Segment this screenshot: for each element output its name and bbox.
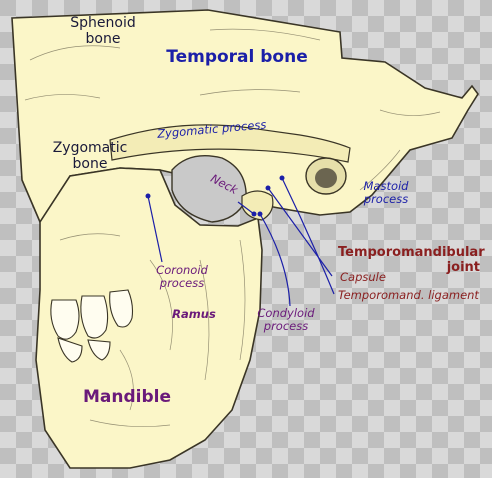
temporal-bone-label: Temporal bone xyxy=(166,47,308,67)
coronoid-pointer xyxy=(147,195,163,263)
ligament-pointer xyxy=(281,177,335,295)
ligament-label: Temporomand. ligament xyxy=(338,288,479,302)
tmj-label: Temporomandibular joint xyxy=(338,245,485,275)
zygomatic-bone-label: Zygomatic bone xyxy=(52,140,128,173)
zygomatic-arch-shape xyxy=(109,124,351,163)
condyloid-process-label: Condyloid process xyxy=(257,306,315,334)
ramus-label: Ramus xyxy=(172,307,216,321)
capsule-pointer xyxy=(267,187,333,277)
condyloid-pointer xyxy=(259,213,291,307)
mandible-shape xyxy=(35,167,263,469)
capsule-label: Capsule xyxy=(340,270,386,284)
neck-pointer xyxy=(237,201,255,215)
sphenoid-bone-label: Sphenoid bone xyxy=(70,15,136,48)
mandible-label: Mandible xyxy=(82,387,171,407)
coronoid-process-label: Coronoid process xyxy=(156,263,208,291)
pointer-lines xyxy=(147,177,335,307)
condyle xyxy=(241,190,274,221)
teeth xyxy=(50,289,134,363)
mastoid-process-label: Mastoid process xyxy=(363,179,409,207)
